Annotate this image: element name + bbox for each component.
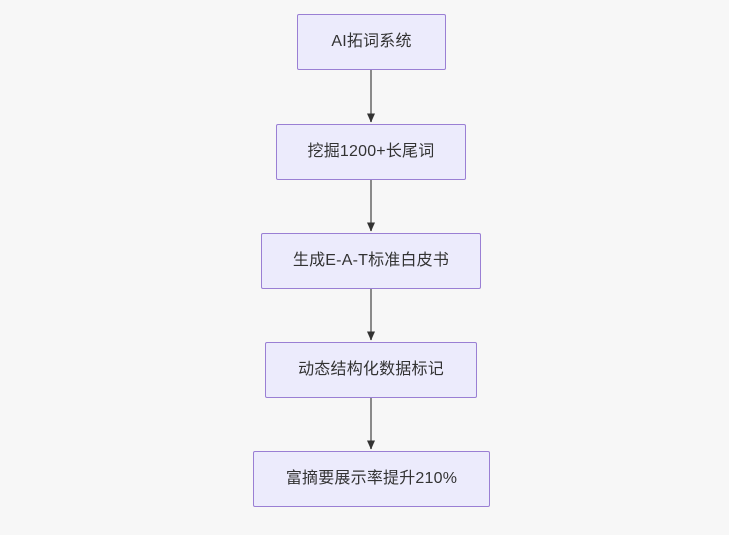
- flow-node-mine-longtail-keywords[interactable]: 挖掘1200+长尾词: [276, 124, 466, 180]
- flow-node-generate-eat-whitepaper[interactable]: 生成E-A-T标准白皮书: [261, 233, 481, 289]
- flow-node-label: 挖掘1200+长尾词: [307, 143, 435, 161]
- flow-node-dynamic-structured-data-markup[interactable]: 动态结构化数据标记: [265, 342, 477, 398]
- flow-node-label: 富摘要展示率提升210%: [285, 470, 458, 488]
- flow-node-rich-snippet-impression-lift[interactable]: 富摘要展示率提升210%: [253, 451, 490, 507]
- flow-node-label: 生成E-A-T标准白皮书: [292, 252, 450, 270]
- flow-node-label: 动态结构化数据标记: [298, 361, 444, 379]
- flow-node-label: AI拓词系统: [331, 33, 412, 51]
- flow-node-ai-keyword-system[interactable]: AI拓词系统: [297, 14, 446, 70]
